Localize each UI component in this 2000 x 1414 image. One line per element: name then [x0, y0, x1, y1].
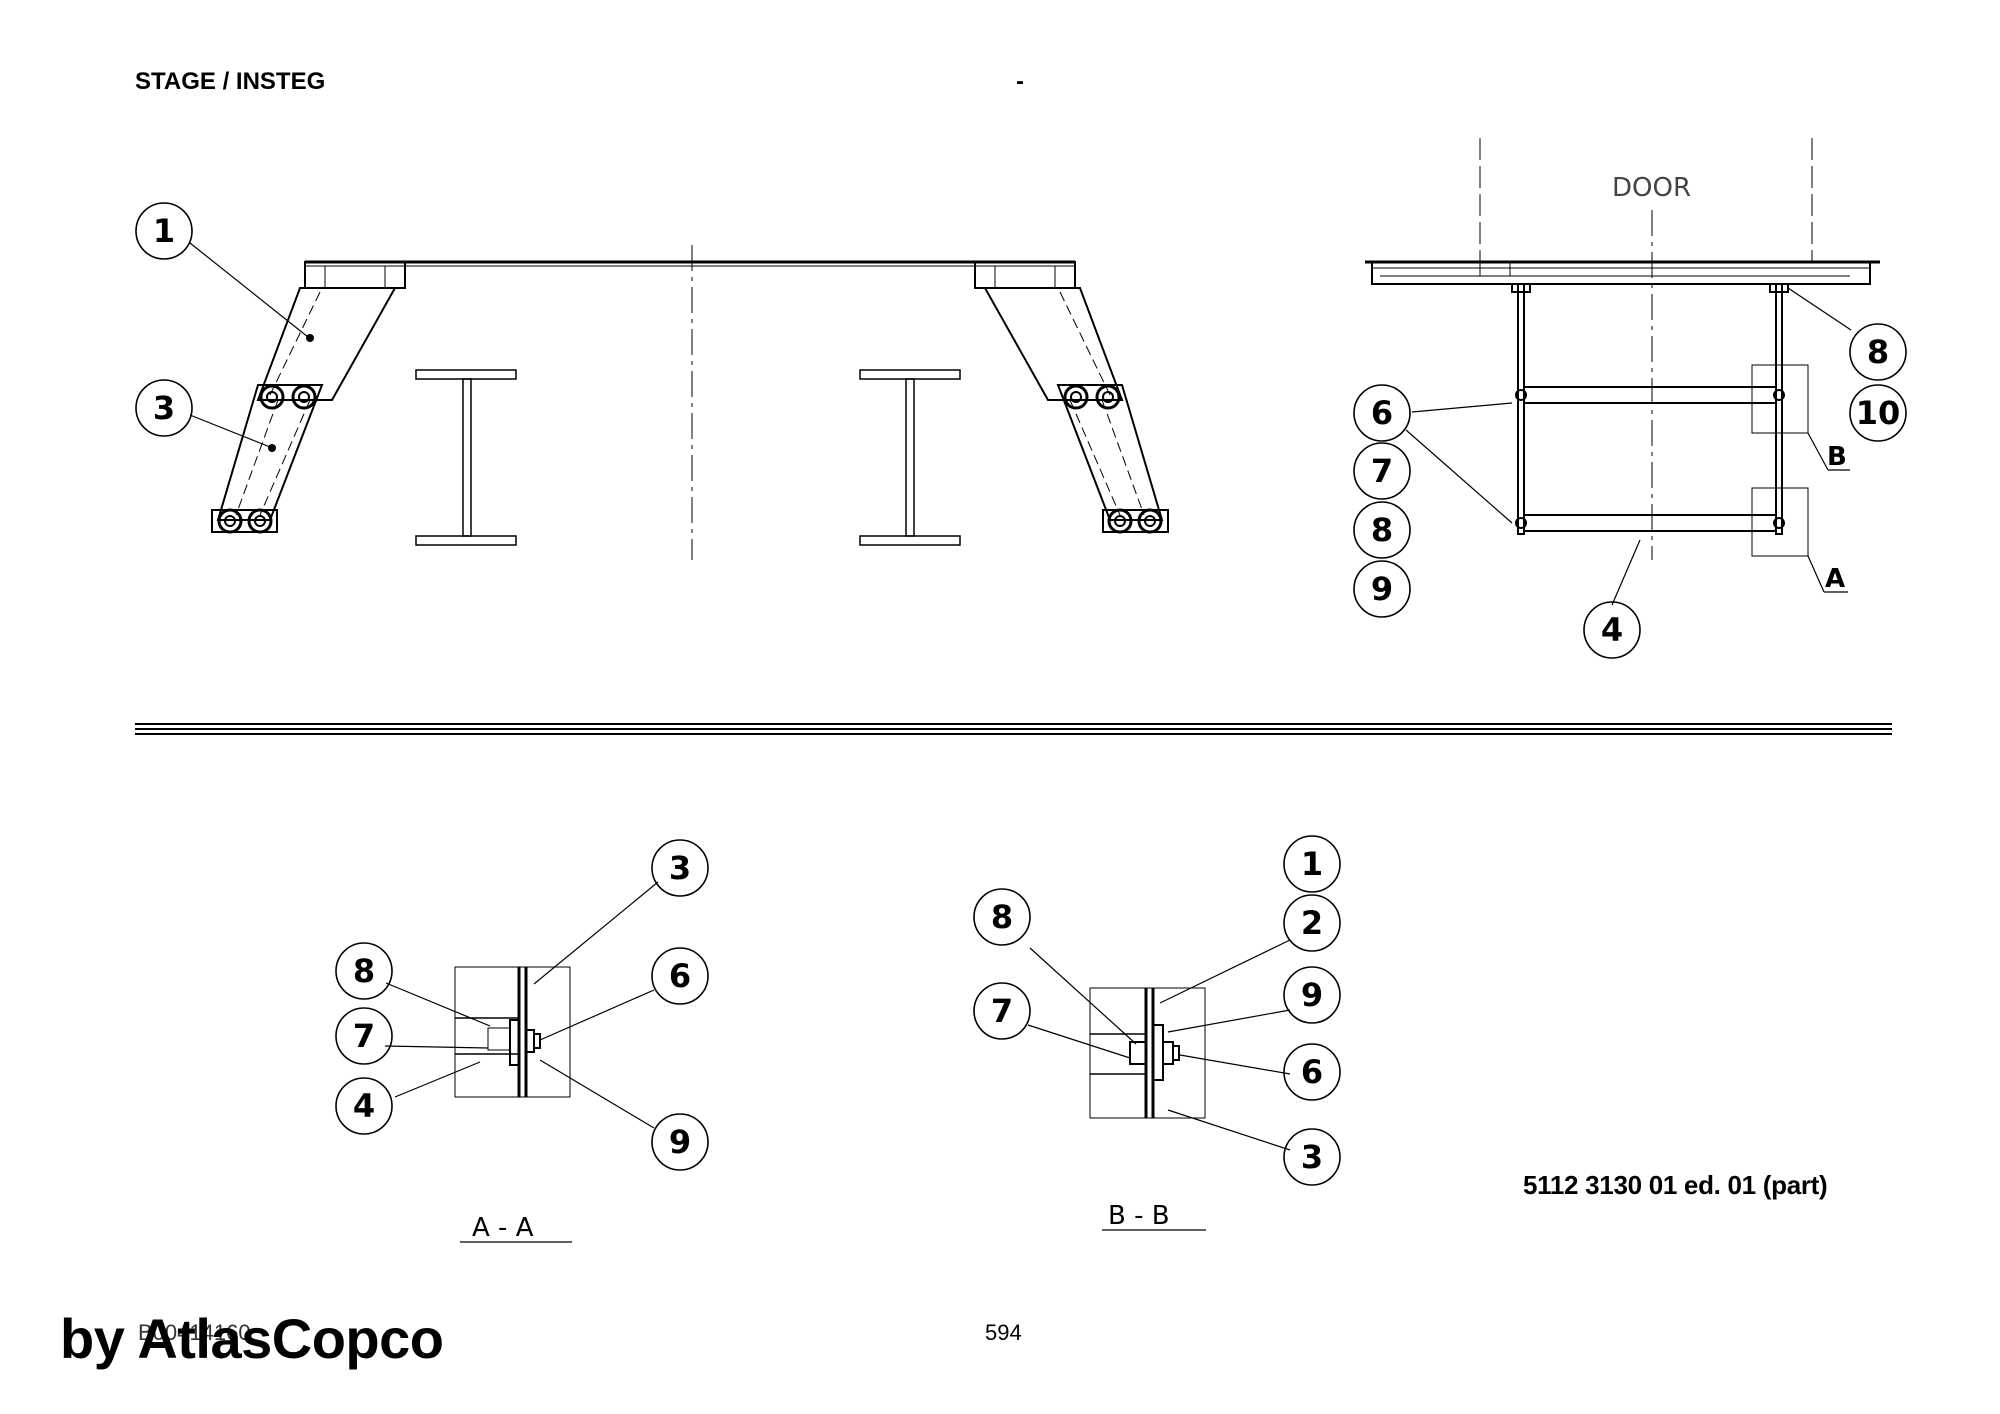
- callout-side-8b: 8: [1867, 333, 1889, 371]
- door-label: DOOR: [1612, 173, 1691, 203]
- watermark: by AtlasCopco: [60, 1307, 444, 1370]
- callout-a-8: 8: [353, 952, 375, 990]
- callout-b-7: 7: [991, 992, 1013, 1030]
- section-a-a: [384, 881, 659, 1243]
- part-number: 5112 3130 01 ed. 01 (part): [1523, 1170, 1828, 1200]
- doc-code: B00414160: [138, 1320, 251, 1345]
- marker-a: A: [1825, 564, 1845, 594]
- callout-front-1: 1: [153, 212, 175, 250]
- front-view: [189, 242, 1169, 560]
- callout-side-9: 9: [1371, 570, 1393, 608]
- header-dash: -: [1016, 68, 1024, 95]
- callout-side-4: 4: [1601, 611, 1623, 649]
- side-view: [1365, 138, 1880, 606]
- callout-b-1: 1: [1301, 845, 1323, 883]
- section-a-label: A - A: [472, 1213, 534, 1243]
- callout-a-3: 3: [669, 849, 691, 887]
- callout-front-3: 3: [153, 389, 175, 427]
- callout-a-4: 4: [353, 1087, 375, 1125]
- callout-side-7: 7: [1371, 452, 1393, 490]
- page-title: STAGE / INSTEG: [135, 68, 326, 95]
- callout-a-6: 6: [669, 957, 691, 995]
- section-b-b: [1027, 939, 1291, 1231]
- callout-side-10: 10: [1856, 394, 1901, 432]
- callout-a-7: 7: [353, 1017, 375, 1055]
- marker-b: B: [1827, 442, 1847, 472]
- callout-b-8: 8: [991, 898, 1013, 936]
- callout-b-9: 9: [1301, 976, 1323, 1014]
- callout-b-3: 3: [1301, 1138, 1323, 1176]
- section-b-label: B - B: [1108, 1201, 1170, 1231]
- page-number: 594: [985, 1320, 1022, 1345]
- callout-side-8: 8: [1371, 511, 1393, 549]
- callout-a-9: 9: [669, 1123, 691, 1161]
- callout-b-2: 2: [1301, 904, 1323, 942]
- callout-b-6: 6: [1301, 1053, 1323, 1091]
- callout-side-6: 6: [1371, 394, 1393, 432]
